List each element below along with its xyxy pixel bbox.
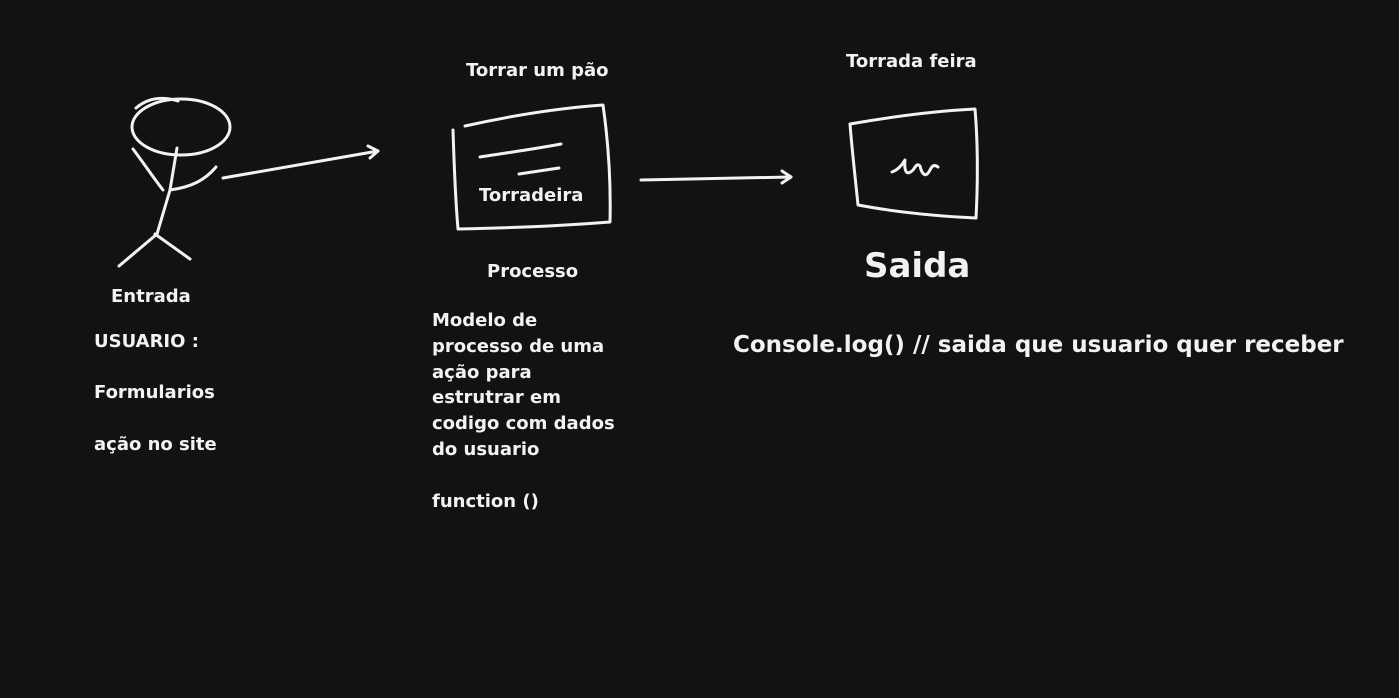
arrow-entrada-to-processo — [221, 144, 380, 180]
stick-figure-left-arm — [131, 147, 165, 192]
toast-squiggle — [890, 158, 940, 177]
formularios-label: Formularios — [94, 382, 215, 403]
toaster-slot-1 — [478, 142, 563, 159]
saida-label: Saida — [864, 246, 971, 286]
console-log-label: Console.log() // saida que usuario quer … — [733, 332, 1344, 358]
torrar-pao-label: Torrar um pão — [466, 60, 609, 81]
arrow-shaft — [639, 175, 793, 182]
stick-figure-right-arm — [168, 165, 218, 192]
toast-box — [848, 107, 979, 220]
toaster-box-outline — [451, 103, 612, 231]
arrow-head — [366, 144, 380, 160]
toaster-slot-2 — [517, 166, 561, 176]
toaster-box — [451, 103, 612, 231]
torradeira-label: Torradeira — [479, 185, 584, 206]
stick-figure-head-overlap — [134, 96, 180, 110]
entrada-label: Entrada — [111, 286, 191, 307]
stick-figure-icon — [117, 96, 232, 268]
torrada-feira-label: Torrada feira — [846, 51, 977, 72]
acao-no-site-label: ação no site — [94, 434, 217, 455]
processo-label: Processo — [487, 261, 579, 282]
stick-figure-right-leg — [153, 232, 192, 261]
stick-figure-head — [130, 97, 232, 157]
stick-figure-left-leg — [117, 232, 159, 268]
arrow-head — [780, 169, 793, 185]
processo-description: Modelo de processo de uma ação para estr… — [432, 310, 615, 512]
toast-box-outline — [848, 107, 979, 220]
usuario-label: USUARIO : — [94, 331, 199, 352]
arrow-shaft — [221, 149, 380, 180]
arrow-processo-to-saida — [639, 169, 793, 185]
stick-figure-body — [155, 146, 179, 236]
